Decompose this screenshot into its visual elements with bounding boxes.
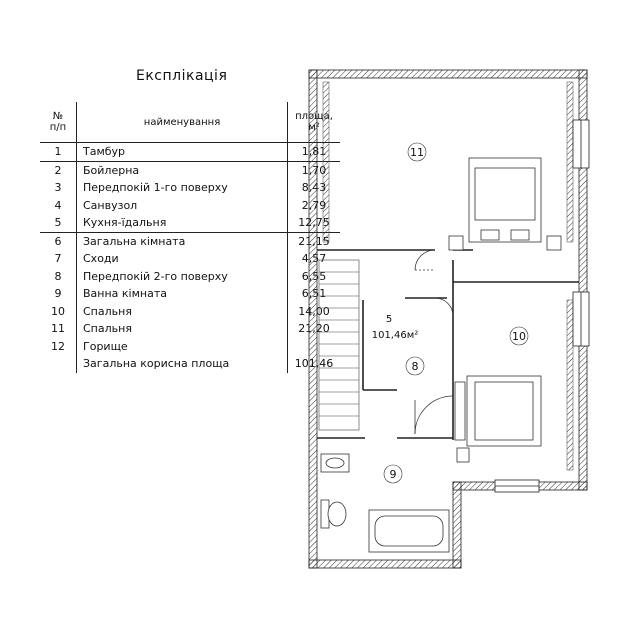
room-labels: 11 10 8 9 5 101,46м² — [372, 142, 529, 484]
table-row-total: Загальна корисна площа101,46 — [40, 355, 340, 373]
room-label-8: 8 — [412, 360, 419, 373]
table-row: 11Спальня21,20 — [40, 320, 340, 338]
stairs — [318, 259, 360, 431]
table-row: 1Тамбур1,81 — [40, 142, 340, 161]
washbasin-icon — [320, 453, 350, 473]
floor-plan: 11 10 8 9 5 101,46м² — [308, 69, 590, 569]
explication-title: Експлікація — [136, 68, 228, 84]
interior-walls — [317, 249, 579, 440]
table-header-row: №п/п найменування площа,м² — [40, 102, 340, 143]
door-swings — [414, 249, 454, 435]
room-label-5: 5 — [386, 314, 392, 325]
table-row: 2Бойлерна1,70 — [40, 160, 340, 179]
table-row: 7Сходи4,57 — [40, 250, 340, 268]
room-label-11: 11 — [410, 146, 424, 159]
table-row: 4Санвузол2,79 — [40, 196, 340, 214]
bed-icon — [454, 375, 542, 463]
bathtub-icon — [368, 509, 450, 553]
total-area-label: 101,46м² — [372, 330, 419, 341]
room-label-10: 10 — [512, 330, 526, 343]
explication-table: №п/п найменування площа,м² 1Тамбур1,81 2… — [40, 102, 340, 373]
toilet-icon — [320, 499, 347, 529]
table-row: 10Спальня14,00 — [40, 302, 340, 320]
room-label-9: 9 — [390, 468, 397, 481]
bed-icon — [448, 157, 562, 251]
outer-walls — [308, 69, 588, 569]
header-name: найменування — [76, 102, 288, 143]
windows — [494, 119, 590, 493]
